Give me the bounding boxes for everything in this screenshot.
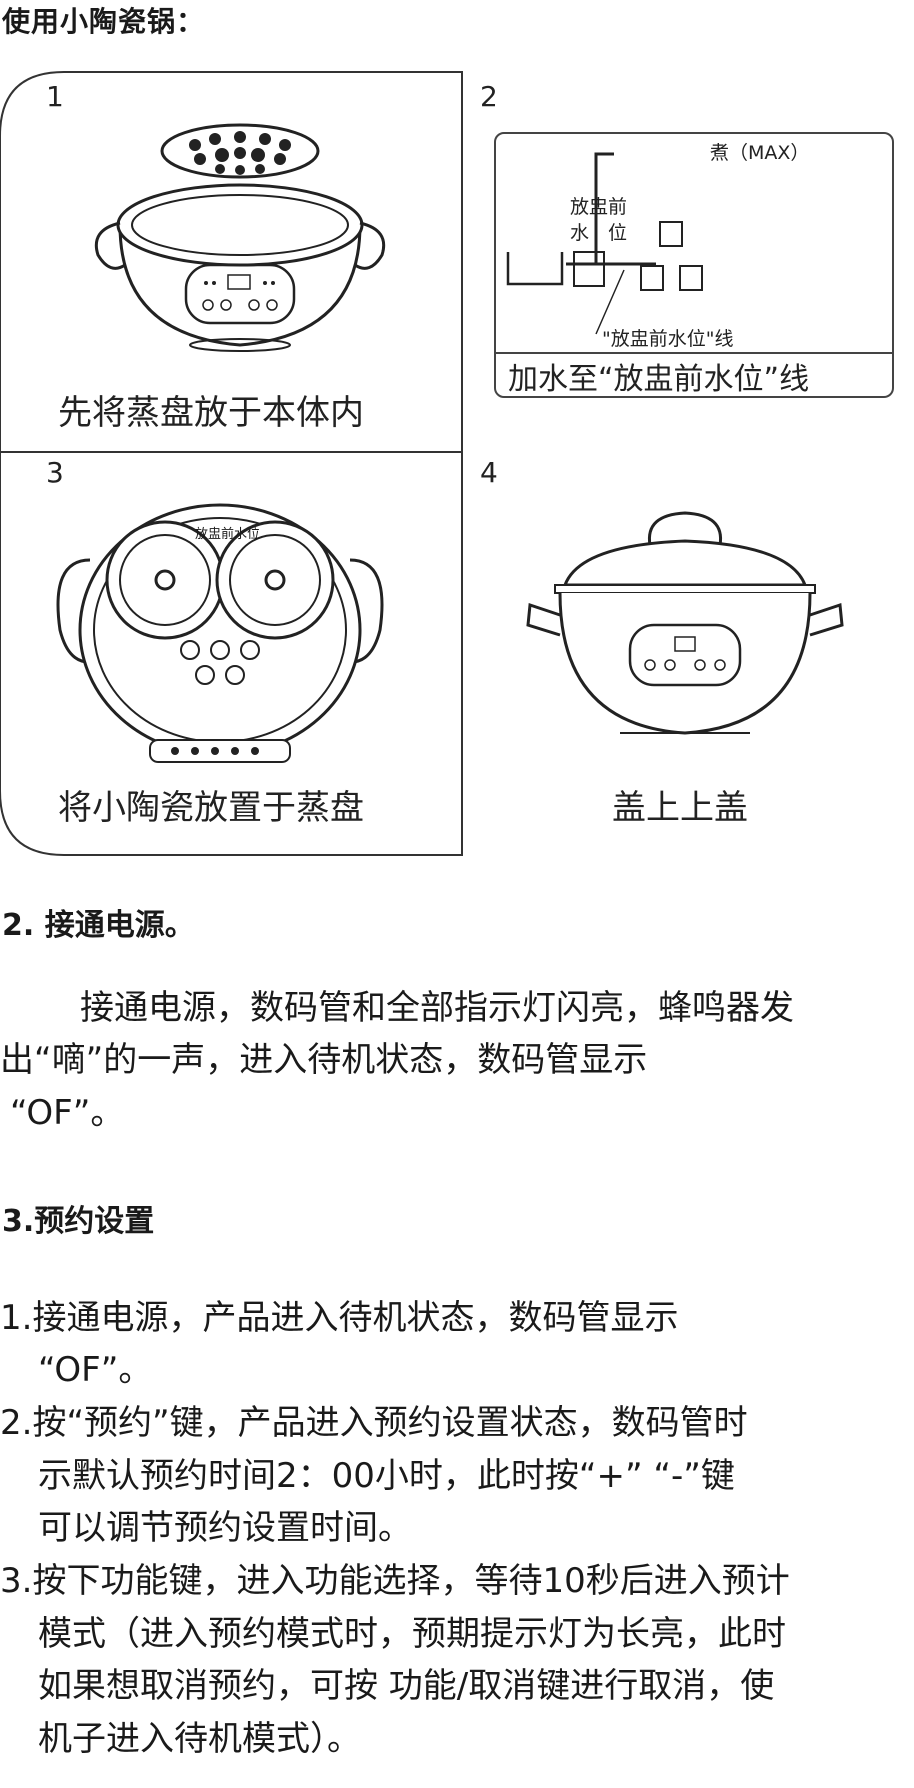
panel-1-number: 1 (46, 80, 64, 113)
step-1-line-2: “OF”。 (38, 1350, 153, 1390)
panel-4-number: 4 (480, 456, 498, 489)
section-3-title: 3.预约设置 (2, 1204, 155, 1239)
step-2-line-3: 可以调节预约设置时间。 (38, 1508, 412, 1548)
cooker-with-steam-tray-illustration (94, 123, 386, 352)
panel-2-caption: 加水至“放盅前水位”线 (508, 362, 810, 397)
panel-3-number: 3 (46, 456, 64, 489)
step-1-line-1: 1.接通电源，产品进入待机状态，数码管显示 (0, 1298, 679, 1338)
step-3-line-2: 模式（进入预约模式时，预期提示灯为长亮，此时 (38, 1614, 786, 1654)
water-level-lines (506, 152, 703, 335)
before-level-label: 放盅前 (570, 196, 628, 218)
panel-3-caption: 将小陶瓷放置于蒸盘 (58, 788, 364, 828)
page-heading: 使用小陶瓷锅： (2, 5, 206, 38)
panel-4-caption: 盖上上盖 (612, 788, 748, 828)
top-view-illustration (56, 503, 384, 763)
max-level-label: 煮（MAX） (710, 142, 810, 164)
before-level-label-2: 水 位 (570, 222, 628, 244)
panel-2-number: 2 (480, 80, 498, 113)
divider (496, 352, 892, 354)
water-level-diagram: 煮（MAX） 放盅前 水 位 "放盅前水位"线 加水至“放盅前水位”线 (494, 132, 894, 398)
step-3-line-4: 机子进入待机模式）。 (38, 1719, 361, 1759)
step-3-line-3: 如果想取消预约，可按 功能/取消键进行取消，使 (38, 1666, 775, 1706)
section-2-line-2: 出“嘀”的一声，进入待机状态，数码管显示 (0, 1040, 648, 1080)
closed-cooker-illustration (526, 511, 844, 735)
step-3-line-1: 3.按下功能键，进入功能选择，等待10秒后进入预计 (0, 1561, 790, 1601)
section-2-line-3: “OF”。 (10, 1093, 125, 1133)
water-line-label: "放盅前水位"线 (602, 328, 734, 350)
panel-frame (0, 71, 463, 856)
section-2-line-1: 接通电源，数码管和全部指示灯闪亮，蜂鸣器发 (80, 988, 794, 1028)
section-2-title: 2. 接通电源。 (2, 908, 195, 943)
panel-1-caption: 先将蒸盘放于本体内 (58, 393, 364, 433)
lid-water-level-label: 放盅前水位 (195, 527, 261, 542)
step-2-line-2: 示默认预约时间2：00小时，此时按“+” “-”键 (38, 1456, 735, 1496)
step-2-line-1: 2.按“预约”键，产品进入预约设置状态，数码管时 (0, 1403, 748, 1443)
